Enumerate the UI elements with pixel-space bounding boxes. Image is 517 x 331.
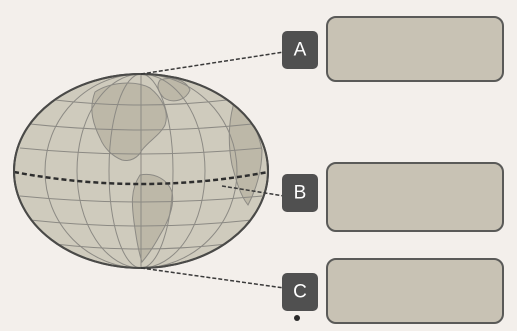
leader-line-c <box>140 267 285 289</box>
south-america-landmass <box>131 173 174 263</box>
meridian-lines <box>44 74 238 268</box>
leader-line-a <box>140 51 285 75</box>
label-c-text: C <box>293 282 307 303</box>
answer-box-a[interactable] <box>326 16 504 82</box>
answer-box-c[interactable] <box>326 258 504 324</box>
label-a: A <box>282 31 318 69</box>
label-c: C <box>282 273 318 311</box>
small-dot <box>294 315 300 321</box>
label-a-text: A <box>294 40 307 61</box>
equator-line <box>13 170 269 186</box>
answer-box-b[interactable] <box>326 162 504 232</box>
label-b: B <box>282 174 318 212</box>
leader-line-b <box>221 185 285 197</box>
parallel-lines <box>19 99 263 250</box>
leader-lines <box>140 51 285 289</box>
label-b-text: B <box>294 183 307 204</box>
globe <box>13 73 269 269</box>
